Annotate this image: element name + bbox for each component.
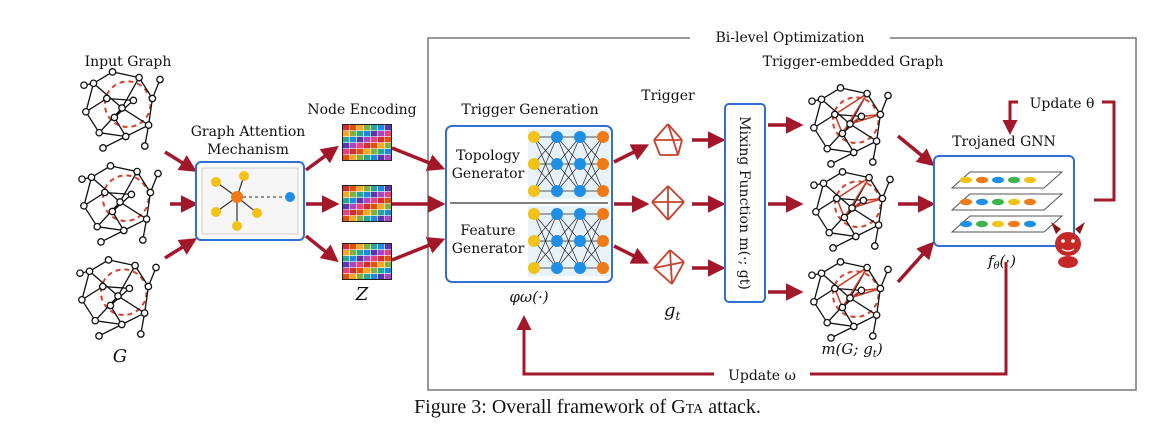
mg-symbol: m(G; gt) (821, 340, 883, 360)
topology-generator-line1: Topology (456, 148, 520, 164)
gt-symbol: gt (664, 300, 681, 323)
f-symbol: fθ(·) (987, 252, 1016, 272)
z-symbol: Z (355, 284, 369, 305)
encoding-grid-3 (342, 243, 392, 280)
gat-title-line2: Mechanism (207, 142, 289, 158)
update-theta-arrow (1002, 100, 1116, 202)
trigger-generation-title: Trigger Generation (461, 102, 598, 118)
topology-generator-line2: Generator (452, 166, 525, 182)
devil-icon (1051, 222, 1085, 268)
g-symbol: G (113, 346, 127, 367)
trigger-embedded-graph-title: Trigger-embedded Graph (763, 54, 944, 70)
input-graph-2 (78, 162, 162, 246)
update-omega-label: Update ω (728, 368, 796, 384)
attention-graph-icon (211, 171, 295, 231)
input-graph-1 (80, 68, 164, 152)
node-encoding-title: Node Encoding (307, 102, 416, 118)
caption-suffix: attack. (703, 396, 761, 418)
caption-prefix: Figure 3: Overall framework of (414, 396, 672, 418)
caption-name: Gta (671, 396, 704, 418)
trigger-subgraph-1 (653, 123, 683, 156)
feature-network-icon (528, 206, 610, 276)
embedded-graph-3 (808, 258, 892, 342)
input-graph-3 (76, 256, 160, 340)
topology-network-icon (528, 129, 610, 199)
figure-caption: Figure 3: Overall framework of Gta attac… (0, 396, 1175, 419)
phi-symbol: φω(·) (509, 288, 548, 306)
bilevel-title: Bi-level Optimization (716, 30, 865, 46)
gat-title-line1: Graph Attention (191, 124, 306, 140)
embedded-graph-1 (808, 84, 892, 168)
embedded-graph-2 (810, 168, 894, 252)
trigger-subgraph-3 (653, 249, 685, 285)
trojaned-gnn-title: Trojaned GNN (952, 134, 1056, 150)
trigger-title: Trigger (641, 88, 695, 104)
mixing-function-label: Mixing Function m(·; gt) (736, 116, 752, 290)
encoding-grid-1 (342, 124, 392, 161)
trigger-subgraph-2 (651, 185, 685, 221)
update-theta-label: Update θ (1030, 96, 1095, 112)
gnn-layers-icon (950, 171, 1064, 233)
feature-generator-line1: Feature (460, 223, 515, 239)
feature-generator-line2: Generator (452, 241, 525, 257)
framework-diagram: Bi-level Optimization Input Graph G Grap… (76, 30, 1137, 391)
input-graph-title: Input Graph (85, 54, 172, 70)
encoding-grid-2 (342, 185, 392, 222)
mixing-function-box (724, 103, 766, 303)
